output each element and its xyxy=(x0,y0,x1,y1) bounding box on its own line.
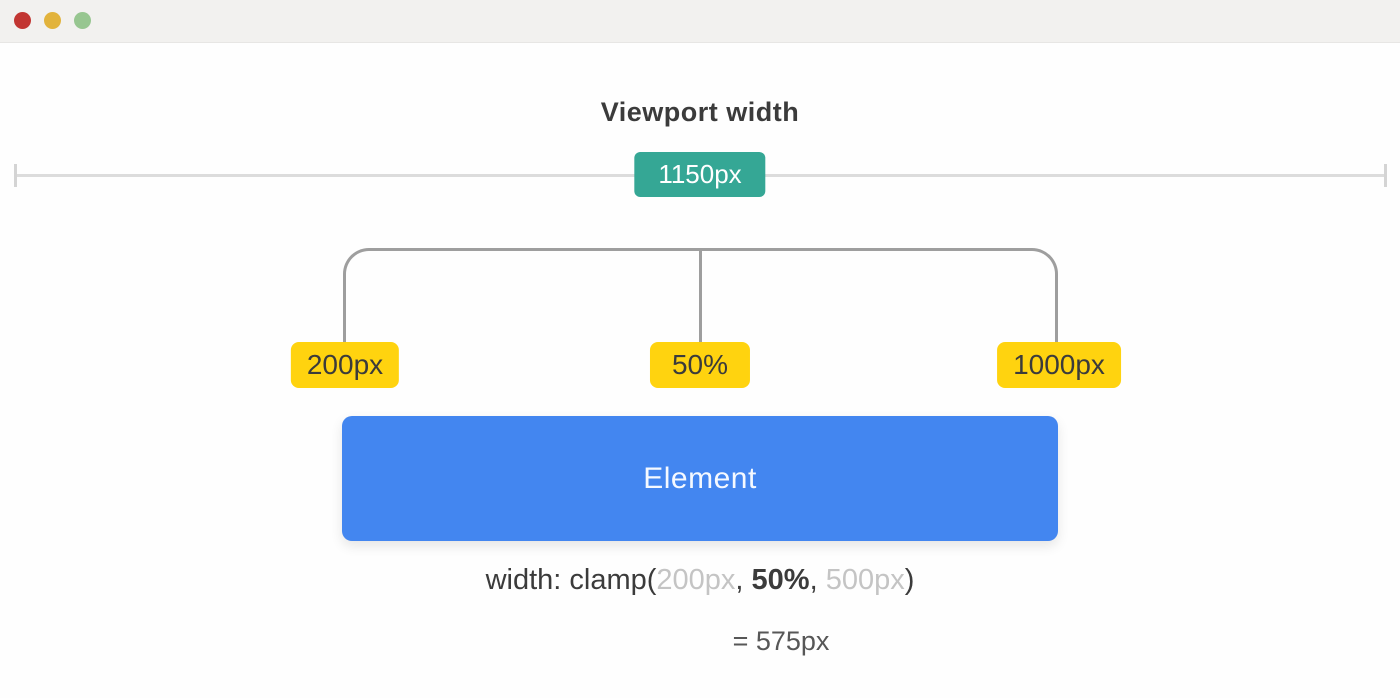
element-box: Element xyxy=(342,416,1058,541)
formula-min-value: 200px xyxy=(656,564,736,596)
page-title: Viewport width xyxy=(600,97,800,127)
viewport-ruler-cap-right xyxy=(1384,164,1387,187)
clamp-min-label: 200px xyxy=(290,342,400,388)
formula-max-value: 500px xyxy=(825,564,905,596)
formula-comma-2: , xyxy=(809,564,826,596)
clamp-preferred-label: 50% xyxy=(649,342,751,388)
window-zoom-button[interactable] xyxy=(74,12,91,29)
window-minimize-button[interactable] xyxy=(44,12,61,29)
formula-open: width: clamp( xyxy=(485,564,657,596)
clamp-formula: width: clamp(200px, 50%, 500px) xyxy=(0,564,1400,597)
window-close-button[interactable] xyxy=(14,12,31,29)
computed-result: = 575px xyxy=(732,626,830,656)
clamp-bracket-stem xyxy=(699,248,702,342)
clamp-max-label: 1000px xyxy=(997,342,1121,388)
formula-comma-1: , xyxy=(735,564,752,596)
formula-close: ) xyxy=(904,564,915,596)
element-label: Element xyxy=(643,461,757,495)
formula-preferred-value: 50% xyxy=(751,564,810,596)
viewport-ruler-cap-left xyxy=(14,164,17,187)
viewport-width-badge: 1150px xyxy=(634,152,766,197)
window-titlebar xyxy=(0,0,1400,43)
